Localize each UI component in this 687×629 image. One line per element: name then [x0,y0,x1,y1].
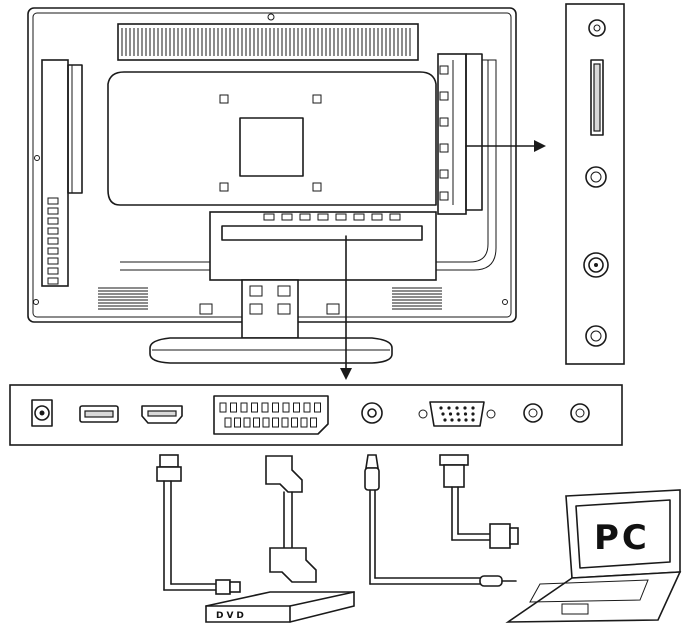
usb-port [79,405,119,423]
laptop-touchpad [561,603,589,615]
dc-power-jack [31,399,53,427]
hdmi-port [141,405,183,424]
center-label-plate [239,117,304,177]
tv-stand [149,279,393,364]
scart-port [213,395,329,435]
hdmi-cable [156,454,241,595]
side-antenna-jack [583,252,609,278]
rear-cover-bulge [107,71,437,206]
bottom-right-screw [502,299,508,305]
bottom-panel-enlarged [9,384,623,446]
left-screw [34,155,40,161]
bottom-left-vent [98,287,148,310]
vesa-mount-screws [219,94,322,192]
side-rca-jack-2 [585,325,607,347]
tv-back-view [27,7,517,364]
left-button-panel [41,59,83,287]
vga-cable [439,454,519,549]
scart-cable [265,455,317,583]
side-headphone-jack [585,166,607,188]
audio-jack-2 [570,403,590,423]
arrow-to-side-panel [465,140,546,152]
top-vent-grille [117,23,419,61]
av-rca-jack [361,402,383,424]
right-side-port-panel [437,53,483,215]
audio-jack-1 [523,403,543,423]
av-cable [364,454,517,587]
side-rca-jack-1 [588,19,606,37]
top-screw [267,13,275,21]
pc-label: PC [594,518,650,558]
ci-card-slot [590,59,604,136]
vga-port [418,401,496,427]
laptop-pc: PC [505,489,682,623]
bottom-left-screw [33,299,39,305]
bottom-port-panel [209,211,437,281]
side-panel-enlarged [565,3,625,365]
laptop-keyboard [529,579,649,603]
dvd-player: DVD [205,591,355,623]
laptop-screen [575,499,671,569]
arrow-to-bottom-panel [340,235,352,380]
cable-channel [120,59,497,271]
laptop-base [505,571,682,623]
bottom-right-vent [392,287,442,310]
dvd-label: DVD [216,611,247,621]
